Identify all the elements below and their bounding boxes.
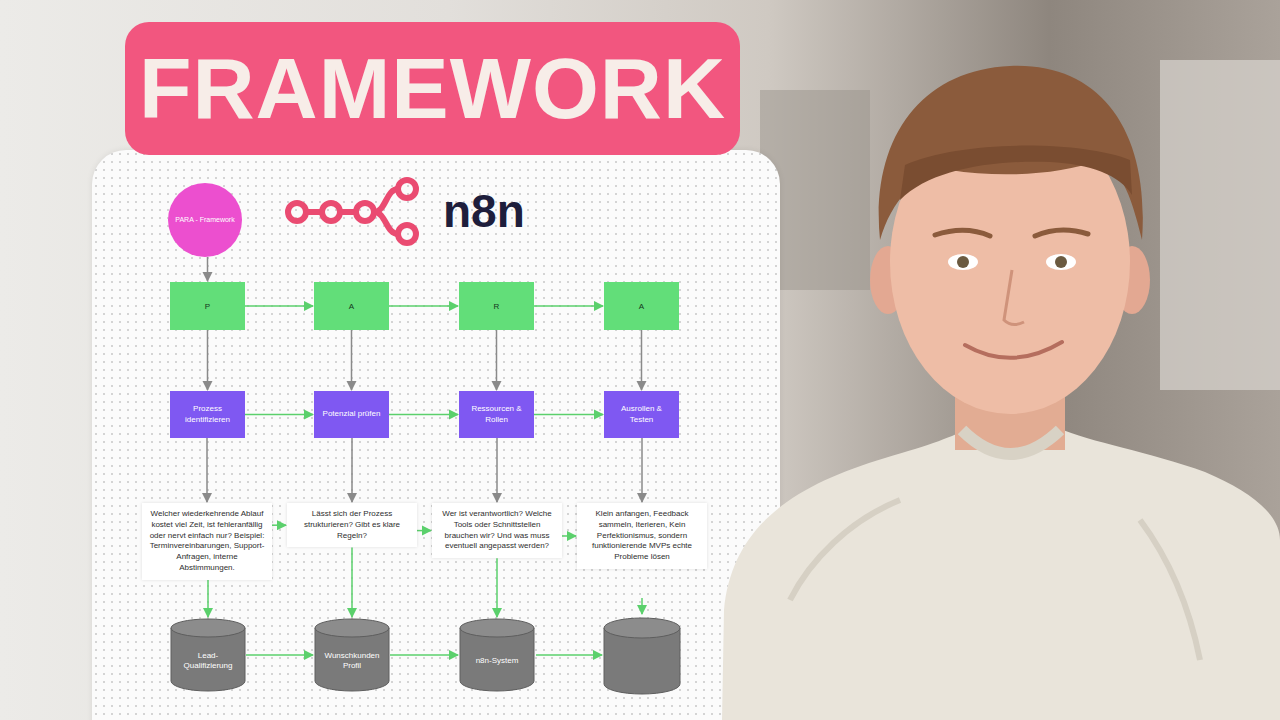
eye <box>948 254 978 270</box>
nose <box>1004 270 1024 325</box>
connector-line <box>534 305 603 307</box>
sweater-fold <box>1140 520 1200 660</box>
connector-line <box>641 330 643 390</box>
node-text: Prozess identifizieren <box>175 404 240 425</box>
node-text: P <box>205 302 210 311</box>
node-text: R <box>494 302 500 311</box>
logo-mark <box>288 180 416 243</box>
note-box: Lässt sich der Prozess strukturieren? Gi… <box>287 503 417 547</box>
phase-box: R <box>459 282 534 330</box>
connector-line <box>206 438 208 502</box>
database-cylinder: n8n-System <box>459 618 535 692</box>
connector-line <box>417 530 431 532</box>
connector-line <box>207 580 209 617</box>
node-text: A <box>639 302 644 311</box>
node-text: Ausrollen & Testen <box>609 404 674 425</box>
phase-box: A <box>314 282 389 330</box>
database-cylinder: Lead-Qualifizierung <box>170 618 246 692</box>
note-box: Welcher wiederkehrende Ablauf kostet vie… <box>142 503 272 580</box>
hair <box>879 66 1143 240</box>
eyebrow <box>1035 230 1088 236</box>
phase-box: A <box>604 282 679 330</box>
cylinder-top <box>171 619 245 637</box>
logo-circle <box>398 180 416 198</box>
node-text: Lässt sich der Prozess strukturieren? Gi… <box>293 509 411 541</box>
node-text: Ressourcen & Rollen <box>464 404 529 425</box>
connector-line <box>534 414 603 416</box>
logo-line <box>374 212 398 234</box>
title-banner: FRAMEWORK <box>125 22 740 155</box>
collar <box>962 430 1060 454</box>
sweater <box>722 428 1280 720</box>
node-text: n8n-System <box>476 656 519 666</box>
database-cylinder: Wunschkunden Profil <box>314 618 390 692</box>
connector-line <box>641 598 643 614</box>
iris <box>957 256 969 268</box>
note-box: Wer ist verantwortlich? Welche Tools ode… <box>432 503 562 558</box>
connector-line <box>351 547 353 617</box>
connector-line <box>351 330 353 390</box>
connector-line <box>562 535 576 537</box>
connector-line <box>536 654 602 656</box>
connector-line <box>207 330 209 390</box>
note-box: Klein anfangen, Feedback sammeln, Iterie… <box>577 503 707 569</box>
connector-line <box>351 438 353 502</box>
node-text: Lead-Qualifizierung <box>176 651 240 672</box>
eyebrow <box>935 230 990 236</box>
logo-line <box>374 189 398 212</box>
connector-line <box>245 305 313 307</box>
node-text: PARA - Framework <box>175 215 234 224</box>
partial-cylinder <box>604 618 680 694</box>
logo-circle <box>398 225 416 243</box>
connector-line <box>496 438 498 502</box>
node-text: Wer ist verantwortlich? Welche Tools ode… <box>438 509 556 552</box>
step-box: Ressourcen & Rollen <box>459 391 534 438</box>
connector-line <box>272 524 286 526</box>
step-box: Ausrollen & Testen <box>604 391 679 438</box>
cylinder-shape <box>459 618 535 692</box>
step-box: Potenzial prüfen <box>314 391 389 438</box>
start-circle: PARA - Framework <box>168 183 242 257</box>
connector-line <box>641 438 643 502</box>
connector-line <box>246 654 313 656</box>
node-text: Potenzial prüfen <box>323 409 381 419</box>
connector-line <box>390 654 458 656</box>
node-text: Klein anfangen, Feedback sammeln, Iterie… <box>583 509 701 563</box>
phase-box: P <box>170 282 245 330</box>
connector-line <box>496 558 498 617</box>
background-blur <box>1160 60 1280 390</box>
connector-line <box>245 414 313 416</box>
cylinder-top <box>604 618 680 638</box>
eye <box>1046 254 1076 270</box>
connector-line <box>207 257 209 281</box>
title: FRAMEWORK <box>139 39 726 138</box>
hair-fringe <box>900 146 1132 200</box>
connector-line <box>389 305 458 307</box>
smile <box>965 342 1062 358</box>
node-text: Welcher wiederkehrende Ablauf kostet vie… <box>148 509 266 574</box>
sweater-fold <box>790 500 900 600</box>
node-text: Wunschkunden Profil <box>320 651 384 672</box>
cylinder-top <box>315 619 389 637</box>
cylinder-top <box>460 619 534 637</box>
logo-wordmark: n8n <box>443 184 525 238</box>
step-box: Prozess identifizieren <box>170 391 245 438</box>
node-text: A <box>349 302 354 311</box>
iris <box>1055 256 1067 268</box>
connector-line <box>496 330 498 390</box>
connector-line <box>389 414 458 416</box>
